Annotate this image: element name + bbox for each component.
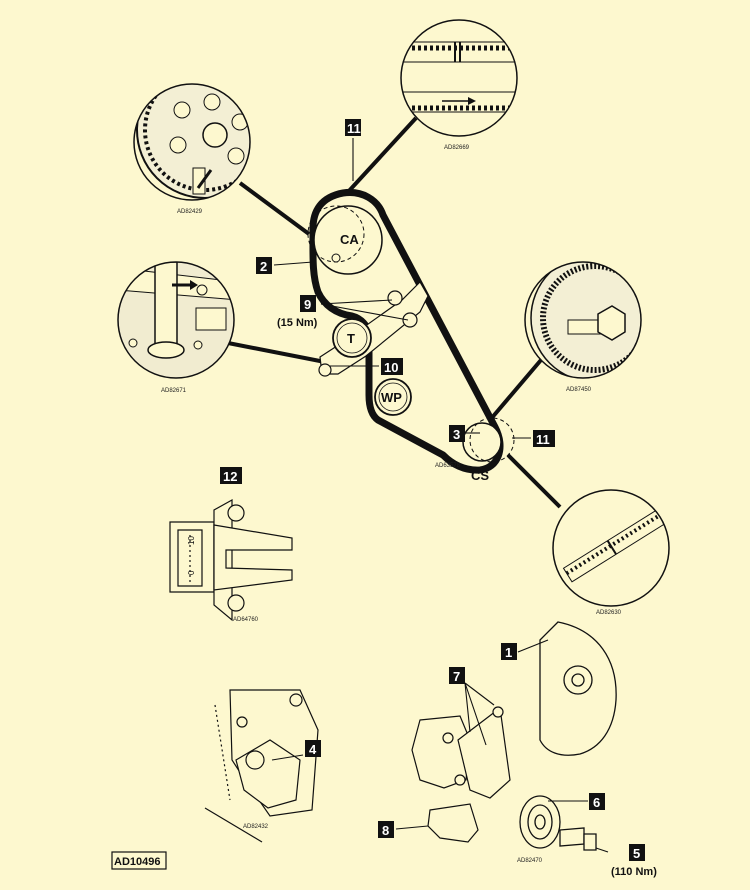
svg-text:7: 7 <box>453 669 460 684</box>
callout-11-top: 11 <box>345 119 361 136</box>
crank-damper <box>519 795 597 851</box>
svg-text:5: 5 <box>633 846 640 861</box>
belt-mark-ref: AD82669 <box>444 145 470 151</box>
svg-text:1: 1 <box>505 645 512 660</box>
svg-text:9: 9 <box>304 297 311 312</box>
callout-leaders <box>271 138 609 853</box>
tensioner-label: T <box>347 331 355 346</box>
svg-text:8: 8 <box>382 823 389 838</box>
damper-ref: AD82470 <box>517 858 543 864</box>
svg-text:2: 2 <box>260 259 267 274</box>
belt-cut-detail: AD82630 <box>552 489 670 616</box>
tensioner-detail: AD82671 <box>117 261 235 394</box>
torque-5: (110 Nm) <box>611 866 657 878</box>
svg-text:12: 12 <box>223 469 237 484</box>
callout-11-right: 11 <box>533 430 555 447</box>
camshaft-detail-ref: AD82429 <box>177 209 203 215</box>
callout-9: 9 <box>300 295 316 312</box>
tensioner-detail-ref: AD82671 <box>161 388 187 394</box>
belt-cut-ref: AD82630 <box>596 610 622 616</box>
lower-bracket <box>411 706 511 799</box>
timing-scale-10: 10 <box>187 536 196 545</box>
crankshaft-label: CS <box>471 468 489 483</box>
callout-12: 12 <box>220 467 242 484</box>
timing-cover <box>539 621 617 756</box>
callout-5: 5 <box>629 844 645 861</box>
water-pump-pulley: WP <box>374 378 412 416</box>
callout-3: 3 <box>449 425 465 442</box>
callout-1: 1 <box>501 643 517 660</box>
callout-2: 2 <box>256 257 272 274</box>
callout-4: 4 <box>305 740 321 757</box>
timing-scale-0: 0 <box>187 570 196 575</box>
timing-tool-view <box>169 498 293 622</box>
torque-9: (15 Nm) <box>277 317 318 329</box>
svg-text:3: 3 <box>453 427 460 442</box>
crank-gear-ref: AD63578 <box>435 463 461 469</box>
svg-text:11: 11 <box>536 432 550 447</box>
svg-text:4: 4 <box>309 742 317 757</box>
bracket-detail-ref: AD82432 <box>243 824 269 830</box>
bracket-view <box>204 689 319 843</box>
svg-text:10: 10 <box>384 360 398 375</box>
water-pump-label: WP <box>381 390 402 405</box>
svg-text:6: 6 <box>593 795 600 810</box>
callout-8: 8 <box>378 821 394 838</box>
callout-10: 10 <box>381 358 403 375</box>
timing-tool-ref: AD64760 <box>233 617 259 623</box>
figure-id: AD10496 <box>111 851 167 870</box>
callout-7: 7 <box>449 667 465 684</box>
callout-6: 6 <box>589 793 605 810</box>
leader-lines <box>227 116 562 509</box>
guide-plate <box>427 803 479 843</box>
crank-detail: AD87450 <box>524 261 642 393</box>
tensioner-pulley: T <box>332 318 372 358</box>
camshaft-label: CA <box>340 232 359 247</box>
svg-text:11: 11 <box>347 121 361 136</box>
crank-detail-ref: AD87450 <box>566 387 592 393</box>
svg-text:AD10496: AD10496 <box>114 856 160 868</box>
belt-mark-detail: AD82669 <box>400 19 518 151</box>
camshaft-pulley: CA <box>307 205 383 275</box>
